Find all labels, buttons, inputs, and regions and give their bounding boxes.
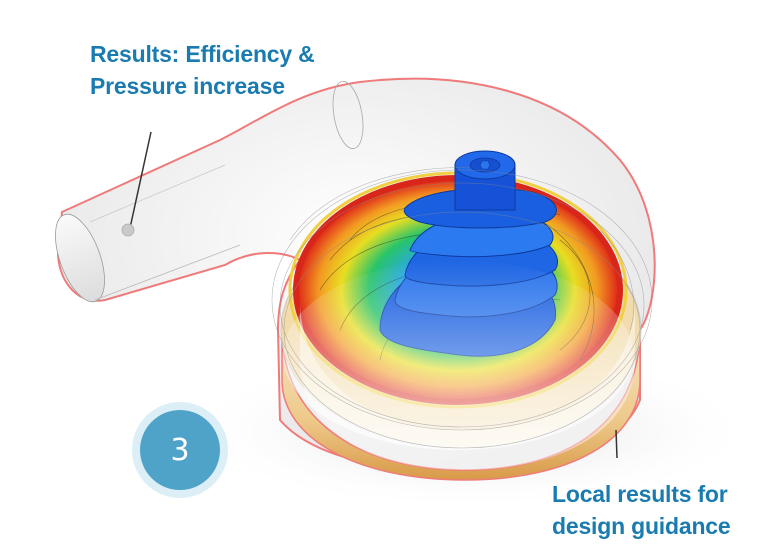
bottom-leader-line bbox=[615, 429, 618, 459]
local-results-label: Local results for design guidance bbox=[552, 478, 731, 542]
label-top-line1: Results: Efficiency & bbox=[90, 41, 315, 67]
pipe-seam bbox=[94, 244, 241, 301]
casing-wireframe bbox=[271, 167, 653, 449]
pipe-flange bbox=[332, 81, 364, 149]
results-efficiency-pressure-label: Results: Efficiency & Pressure increase bbox=[90, 38, 315, 102]
step-number: 3 bbox=[140, 410, 220, 490]
probe-leader-line bbox=[129, 131, 152, 229]
pipe-seam-2 bbox=[89, 164, 226, 223]
label-bottom-line1: Local results for bbox=[552, 481, 728, 507]
step-number-badge: 3 bbox=[132, 402, 228, 498]
pipe-inlet-rim bbox=[55, 213, 105, 303]
label-bottom-line2: design guidance bbox=[552, 513, 731, 539]
label-top-line2: Pressure increase bbox=[90, 73, 285, 99]
probe-point bbox=[121, 223, 135, 237]
frost-overlay bbox=[283, 260, 633, 450]
